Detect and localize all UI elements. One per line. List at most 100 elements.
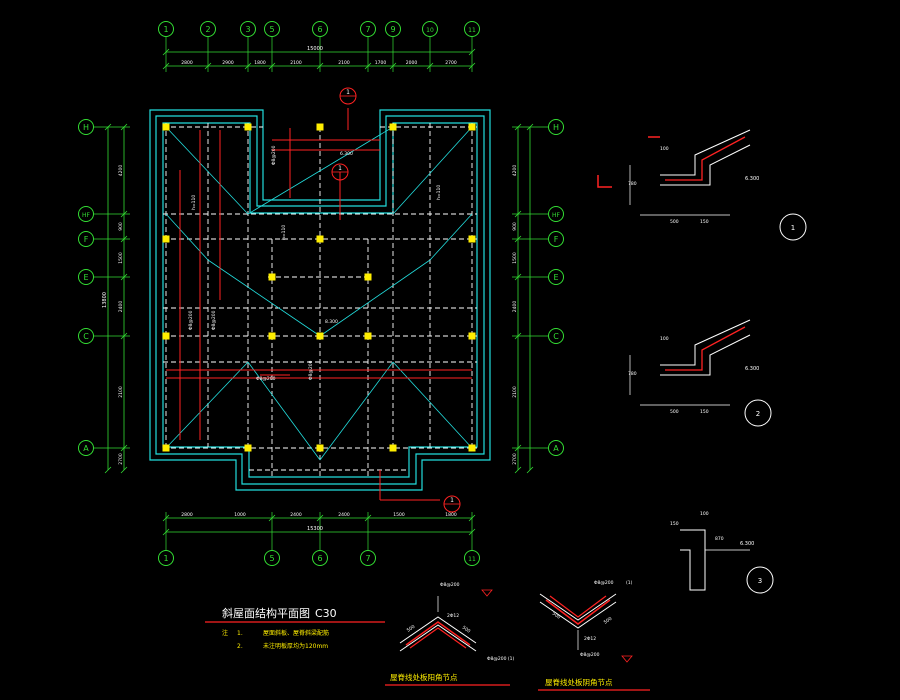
detail-number: 2 xyxy=(756,410,760,418)
axis-top-10-label: 10 xyxy=(426,27,434,34)
rebar-lines xyxy=(166,108,472,501)
column xyxy=(468,444,476,452)
right-seg-dim: 2700 xyxy=(512,453,518,465)
axis-top-2-label: 2 xyxy=(205,25,210,34)
axis-top-11: 11 xyxy=(464,21,480,37)
section-mark-2: 1 xyxy=(338,165,342,172)
ridge-node-detail-1: Φ8@200 2Φ12 500 500 Φ8@200 (1) 屋脊线处板阳角节点 xyxy=(385,582,515,686)
rn1-rebar-top: Φ8@200 xyxy=(440,582,460,588)
section-markers: 1 1 1 xyxy=(331,87,461,513)
drawing-title: 斜屋面结构平面图 xyxy=(222,606,310,620)
axis-bottom-1: 1 xyxy=(158,550,174,566)
detail-dim: 150 xyxy=(700,409,709,415)
axis-left-HF-label: HF xyxy=(82,212,91,219)
top-overall-dim: 15000 xyxy=(307,46,323,52)
columns xyxy=(162,123,476,452)
bottom-seg-dim: 2800 xyxy=(181,512,193,518)
left-overall-dim: 13800 xyxy=(102,292,108,308)
column xyxy=(468,123,476,131)
top-seg-dim: 2800 xyxy=(181,60,193,66)
axis-left-C-label: C xyxy=(83,332,89,341)
detail-dim: 780 xyxy=(628,181,637,187)
rn2-rebar-top-n: (1) xyxy=(626,580,633,586)
axis-right-A: A xyxy=(548,440,564,456)
axis-bottom-6-label: 6 xyxy=(317,554,322,563)
axis-top-6: 6 xyxy=(312,21,328,37)
column xyxy=(316,235,324,243)
detail-dim: 780 xyxy=(628,371,637,377)
bottom-overall-dim: 15300 xyxy=(307,526,323,532)
detail-number: 1 xyxy=(791,224,795,232)
axis-right-H: H xyxy=(548,119,564,135)
top-seg-dim: 2700 xyxy=(445,60,457,66)
axis-bottom-7: 7 xyxy=(360,550,376,566)
ridge-node-detail-2: Φ8@200 (1) 2Φ12 500 500 Φ8@200 屋脊线处板阴角节点 xyxy=(538,580,650,691)
dimension-lines xyxy=(107,51,531,533)
rn2-rebar-bot: Φ8@200 xyxy=(580,652,600,658)
right-seg-dim: 900 xyxy=(512,222,518,231)
rn1-rebar-a: 2Φ12 xyxy=(447,613,459,619)
rn2-rebar-top: Φ8@200 xyxy=(594,580,614,586)
axis-left-F-label: F xyxy=(84,235,89,244)
rebar-label-5: Φ8@200 xyxy=(308,360,314,380)
column xyxy=(389,123,397,131)
detail-dim: 500 xyxy=(670,409,679,415)
bottom-seg-dim: 1500 xyxy=(393,512,405,518)
bottom-seg-dim: 1000 xyxy=(234,512,246,518)
bottom-seg-dim: 2400 xyxy=(290,512,302,518)
column xyxy=(162,123,170,131)
section-mark-3: 1 xyxy=(450,497,454,504)
bottom-seg-dim: 1800 xyxy=(445,512,457,518)
rn1-label: 屋脊线处板阳角节点 xyxy=(390,672,458,682)
top-seg-dim: 2100 xyxy=(290,60,302,66)
detail-elev: 6.300 xyxy=(745,366,759,372)
left-seg-dim: 2400 xyxy=(118,301,124,313)
axis-top-11-label: 11 xyxy=(468,27,476,34)
right-seg-dim: 2400 xyxy=(512,301,518,313)
column xyxy=(162,444,170,452)
axis-right-H-label: H xyxy=(553,123,559,132)
note2-text: 未注明板厚均为120mm xyxy=(263,642,328,650)
axis-left-E-label: E xyxy=(83,273,88,282)
axis-right-C-label: C xyxy=(553,332,559,341)
axis-left-A: A xyxy=(78,440,94,456)
rn2-dim-a: 500 xyxy=(551,611,562,621)
detail-dim: 150 xyxy=(670,521,679,527)
top-seg-dim: 2900 xyxy=(222,60,234,66)
detail-dim: 500 xyxy=(670,219,679,225)
left-seg-dim: 4200 xyxy=(118,165,124,177)
left-seg-dim: 2100 xyxy=(118,386,124,398)
column xyxy=(389,444,397,452)
column xyxy=(468,235,476,243)
axis-left-F: F xyxy=(78,231,94,247)
detail-elev: 6.300 xyxy=(740,541,754,547)
detail-dim: 100 xyxy=(700,511,709,517)
axis-top-7: 7 xyxy=(360,21,376,37)
axis-top-1-label: 1 xyxy=(163,25,168,34)
note2-num: 2. xyxy=(237,643,243,650)
elev-top-label: 6.300 xyxy=(340,151,353,157)
detail-dim: 100 xyxy=(660,146,669,152)
beam-grid xyxy=(163,123,477,477)
bottom-seg-dim: 2400 xyxy=(338,512,350,518)
column xyxy=(364,332,372,340)
concrete-grade: C30 xyxy=(315,607,337,620)
detail-elev: 6.300 xyxy=(745,176,759,182)
axis-top-3-label: 3 xyxy=(245,25,250,34)
column xyxy=(268,273,276,281)
axis-left-A-label: A xyxy=(83,444,89,453)
dimension-ticks xyxy=(104,48,534,536)
axis-top-5: 5 xyxy=(264,21,280,37)
rebar-label-2: Φ8@200 xyxy=(188,310,194,330)
axis-bottom-1-label: 1 xyxy=(163,554,168,563)
column xyxy=(162,332,170,340)
axis-top-10: 10 xyxy=(422,21,438,37)
axis-left-C: C xyxy=(78,328,94,344)
left-seg-dim: 1500 xyxy=(118,252,124,264)
right-seg-dim: 2100 xyxy=(512,386,518,398)
axis-bottom-5-label: 5 xyxy=(269,554,274,563)
detail-dim: 150 xyxy=(700,219,709,225)
axis-top-9-label: 9 xyxy=(390,25,395,34)
